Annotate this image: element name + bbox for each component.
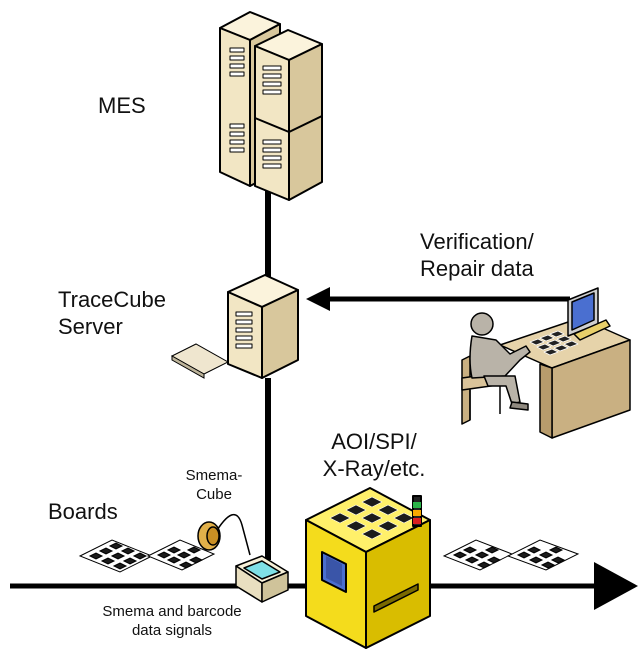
verification-repair-label-line1: Verification/ (420, 229, 534, 254)
inspection-machine-icon (305, 487, 431, 649)
tracecube-server-label-line2: Server (58, 314, 123, 339)
tracecube-server-label: TraceCube Server (58, 286, 166, 340)
signals-label-line1: Smema and barcode (102, 603, 242, 620)
mes-label: MES (98, 93, 146, 118)
aoi-machine-label-line2: X-Ray/etc. (322, 456, 426, 481)
circuit-board-panel-icon (78, 539, 580, 573)
verification-repair-label: Verification/ Repair data (420, 228, 534, 282)
repair-data-arrowhead (306, 287, 330, 311)
smema-cube-device-icon (197, 521, 221, 551)
conveyor-arrowhead (594, 562, 638, 610)
tower-server-icon (227, 274, 299, 379)
keyboard-icon (170, 343, 230, 379)
aoi-machine-label: AOI/SPI/ X-Ray/etc. (296, 428, 452, 482)
aoi-machine-label-line1: AOI/SPI/ (331, 429, 417, 454)
verification-repair-label-line2: Repair data (420, 256, 534, 281)
operator-at-workstation-icon (461, 287, 631, 439)
signals-label-line2: data signals (131, 622, 213, 639)
tracecube-server-label-line1: TraceCube (58, 287, 167, 312)
smema-cube-label: Smema- Cube (170, 466, 258, 504)
server-rack-icon (219, 11, 323, 201)
smema-cube-label-line1: Smema- (185, 467, 243, 484)
barcode-scanner-icon (235, 555, 289, 603)
boards-label: Boards (48, 499, 118, 524)
smema-cube-label-line2: Cube (196, 486, 232, 503)
signals-label: Smema and barcode data signals (62, 602, 282, 640)
